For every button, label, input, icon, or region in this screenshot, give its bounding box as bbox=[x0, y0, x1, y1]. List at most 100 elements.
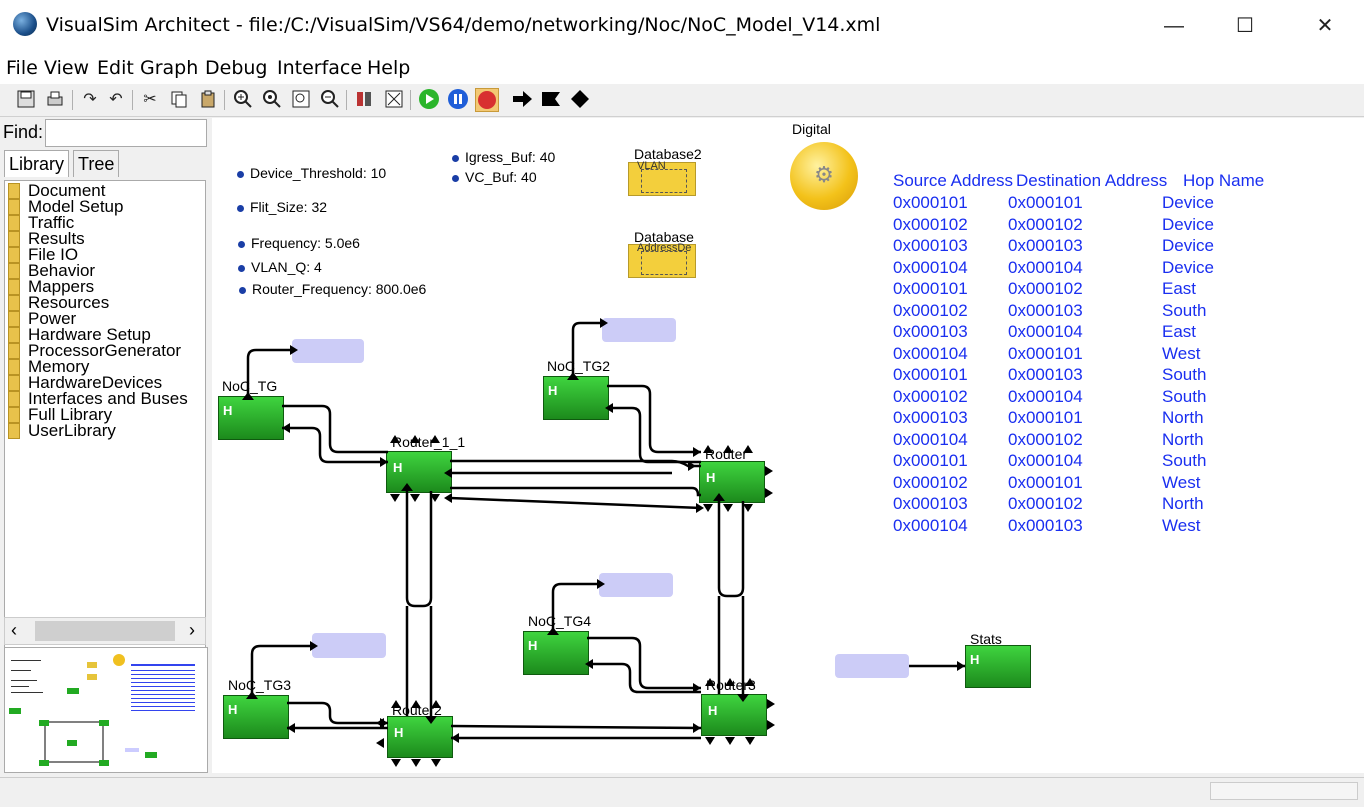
menu-view[interactable]: View bbox=[44, 57, 90, 79]
list-item[interactable]: Interfaces and Buses bbox=[8, 390, 188, 407]
table-cell: 0x000101 bbox=[1008, 343, 1083, 363]
list-item[interactable]: File IO bbox=[8, 246, 78, 263]
router3-block[interactable]: H bbox=[701, 694, 767, 736]
param-router-frequency[interactable]: Router_Frequency: 800.0e6 bbox=[239, 281, 426, 297]
table-cell: North bbox=[1162, 494, 1204, 513]
output-placeholder[interactable] bbox=[292, 339, 364, 363]
maximize-button[interactable]: ☐ bbox=[1236, 15, 1254, 37]
list-item[interactable]: Traffic bbox=[8, 214, 74, 231]
list-item[interactable]: Hardware Setup bbox=[8, 326, 151, 343]
list-item[interactable]: Results bbox=[8, 230, 85, 247]
pause-icon[interactable] bbox=[447, 88, 469, 110]
param-igress-buf[interactable]: Igress_Buf: 40 bbox=[452, 149, 555, 165]
list-item[interactable]: HardwareDevices bbox=[8, 374, 162, 391]
database2-label: Database2 bbox=[634, 146, 702, 162]
table-cell: 0x000104 bbox=[1008, 386, 1083, 406]
table-cell: West bbox=[1162, 343, 1201, 363]
router3-label: Router3 bbox=[706, 677, 756, 693]
noc-tg3-block[interactable]: H bbox=[223, 695, 289, 739]
output-placeholder[interactable] bbox=[602, 318, 676, 342]
diamond-icon[interactable] bbox=[569, 88, 591, 110]
folder-icon bbox=[8, 199, 20, 215]
scroll-left-icon[interactable]: ‹ bbox=[11, 620, 17, 640]
scroll-thumb[interactable] bbox=[35, 621, 175, 641]
library-horizontal-scrollbar[interactable]: ‹ › bbox=[4, 617, 206, 645]
digital-director-icon[interactable]: ⚙ bbox=[790, 142, 858, 210]
list-item[interactable]: Model Setup bbox=[8, 198, 123, 215]
library-list: Document Model Setup Traffic Results Fil… bbox=[4, 180, 206, 679]
table-cell: Device bbox=[1162, 214, 1214, 234]
param-vc-buf[interactable]: VC_Buf: 40 bbox=[452, 169, 537, 185]
print-icon[interactable] bbox=[44, 88, 66, 110]
run-icon[interactable] bbox=[418, 88, 440, 110]
zoom-fit-icon[interactable] bbox=[290, 88, 312, 110]
menu-edit[interactable]: Edit bbox=[97, 57, 134, 79]
table-cell: 0x000102 bbox=[1008, 429, 1083, 449]
list-item[interactable]: UserLibrary bbox=[8, 422, 116, 439]
table-cell: 0x000104 bbox=[893, 515, 968, 535]
list-item[interactable]: Power bbox=[8, 310, 76, 327]
output-placeholder[interactable] bbox=[599, 573, 673, 597]
copy-icon[interactable] bbox=[168, 88, 190, 110]
database-block[interactable]: AddressDe bbox=[628, 242, 696, 278]
flag-icon[interactable] bbox=[540, 88, 562, 110]
param-frequency[interactable]: Frequency: 5.0e6 bbox=[238, 235, 360, 251]
noc-tg4-block[interactable]: H bbox=[523, 631, 589, 675]
close-button[interactable]: ✕ bbox=[1316, 15, 1334, 37]
list-item[interactable]: ProcessorGenerator bbox=[8, 342, 181, 359]
noc-tg-block[interactable]: H bbox=[218, 396, 284, 440]
find-input[interactable] bbox=[45, 119, 207, 147]
list-item[interactable]: Full Library bbox=[8, 406, 112, 423]
menu-interface[interactable]: Interface bbox=[277, 57, 363, 79]
list-item[interactable]: Behavior bbox=[8, 262, 95, 279]
layout-icon[interactable] bbox=[354, 88, 376, 110]
stop-icon[interactable] bbox=[475, 88, 499, 112]
fullscreen-icon[interactable] bbox=[383, 88, 405, 110]
table-cell: 0x000101 bbox=[893, 193, 968, 212]
table-cell: 0x000103 bbox=[893, 236, 968, 255]
param-flit-size[interactable]: Flit_Size: 32 bbox=[237, 199, 327, 215]
minimize-button[interactable]: — bbox=[1164, 15, 1184, 37]
router-1-1-block[interactable]: H bbox=[386, 451, 452, 493]
router-block[interactable]: H bbox=[699, 461, 765, 503]
table-cell: South bbox=[1162, 365, 1207, 384]
menu-debug[interactable]: Debug bbox=[205, 57, 268, 79]
stats-block[interactable]: H bbox=[965, 645, 1031, 688]
list-item[interactable]: Resources bbox=[8, 294, 109, 311]
param-device-threshold[interactable]: Device_Threshold: 10 bbox=[237, 165, 386, 181]
list-item[interactable]: Memory bbox=[8, 358, 89, 375]
output-placeholder[interactable] bbox=[835, 654, 909, 678]
model-canvas[interactable]: Device_Threshold: 10 Flit_Size: 32 Frequ… bbox=[212, 118, 1364, 773]
paste-icon[interactable] bbox=[197, 88, 219, 110]
list-item[interactable]: Mappers bbox=[8, 278, 94, 295]
scroll-right-icon[interactable]: › bbox=[189, 620, 195, 640]
model-overview-thumbnail[interactable] bbox=[4, 647, 208, 773]
cut-icon[interactable]: ✂ bbox=[143, 91, 157, 108]
menu-help[interactable]: Help bbox=[367, 57, 411, 79]
tab-tree[interactable]: Tree bbox=[73, 150, 120, 177]
output-placeholder[interactable] bbox=[312, 633, 386, 658]
list-item[interactable]: Document bbox=[8, 182, 105, 199]
folder-icon bbox=[8, 263, 20, 279]
undo-icon[interactable]: ↶ bbox=[109, 91, 123, 108]
table-cell: North bbox=[1162, 429, 1204, 449]
step-arrow-icon[interactable] bbox=[511, 88, 533, 110]
zoom-reset-icon[interactable] bbox=[261, 88, 283, 110]
tab-library[interactable]: Library bbox=[4, 150, 70, 177]
menu-graph[interactable]: Graph bbox=[140, 57, 199, 79]
noc-tg4-label: NoC_TG4 bbox=[528, 613, 592, 629]
noc-tg2-block[interactable]: H bbox=[543, 376, 609, 420]
redo-icon[interactable]: ↷ bbox=[83, 91, 97, 108]
save-icon[interactable] bbox=[15, 88, 37, 110]
table-cell: Device bbox=[1162, 236, 1214, 255]
router2-block[interactable]: H bbox=[387, 716, 453, 758]
menu-file[interactable]: File bbox=[6, 57, 38, 79]
router2-label: Router2 bbox=[392, 702, 442, 718]
zoom-out-icon[interactable] bbox=[319, 88, 341, 110]
table-cell: 0x000102 bbox=[893, 300, 968, 320]
table-header: Hop Name bbox=[1183, 171, 1265, 190]
folder-icon bbox=[8, 231, 20, 247]
param-vlan-q[interactable]: VLAN_Q: 4 bbox=[238, 259, 322, 275]
zoom-in-icon[interactable] bbox=[232, 88, 254, 110]
database2-block[interactable]: VLAN bbox=[628, 160, 696, 196]
